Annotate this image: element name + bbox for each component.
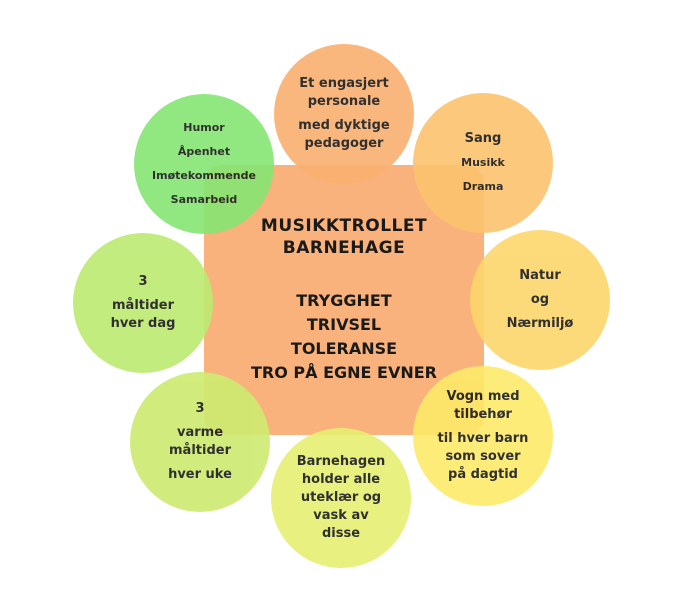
circle-text: Humor [183, 121, 225, 134]
center-value: TRIVSEL [306, 315, 382, 334]
circle-text: personale [307, 94, 381, 109]
circle-text: Samarbeid [170, 193, 238, 206]
circle-text: 3 [138, 274, 148, 289]
circle-text: på dagtid [448, 467, 518, 482]
circle-stroller: Vogn med tilbehør til hver barn som sove… [413, 366, 553, 506]
circle-text: måltider [112, 298, 174, 313]
circle-text: Imøtekommende [152, 169, 256, 182]
circle-text: Et engasjert [299, 76, 389, 91]
circle-values: Humor Åpenhet Imøtekommende Samarbeid [134, 94, 274, 234]
circle-text: hver uke [168, 467, 232, 482]
circle-text: Sang [464, 131, 502, 146]
circle-outerwear: Barnehagen holder alle uteklær og vask a… [271, 428, 411, 568]
circle-text: uteklær og [300, 490, 382, 505]
circle-text: hver dag [110, 316, 176, 331]
circle-text: vask av [313, 508, 369, 523]
circle-text: holder alle [301, 472, 381, 487]
circle-text: Åpenhet [177, 145, 231, 158]
circle-text: og [530, 292, 550, 307]
center-title-line: MUSIKKTROLLET [260, 216, 428, 236]
circle-text: Musikk [461, 156, 505, 169]
center-value: TRYGGHET [296, 291, 392, 310]
circle-staff: Et engasjert personale med dyktige pedag… [274, 44, 414, 184]
circle-text: til hver barn [437, 431, 529, 446]
circle-text: Vogn med [446, 389, 520, 404]
circle-text: Drama [462, 180, 504, 193]
circle-text: tilbehør [454, 407, 512, 422]
circle-text: måltider [169, 443, 231, 458]
center-values: TRYGGHET TRIVSEL TOLERANSE TRO PÅ EGNE E… [251, 289, 437, 385]
center-value: TOLERANSE [290, 339, 398, 358]
circle-text: Natur [519, 268, 561, 283]
circle-music: Sang Musikk Drama [413, 93, 553, 233]
circle-text: varme [176, 425, 224, 440]
circle-daily-meals: 3 måltider hver dag [73, 233, 213, 373]
center-value: TRO PÅ EGNE EVNER [251, 363, 437, 382]
center-title: MUSIKKTROLLET BARNEHAGE [261, 215, 427, 259]
circle-text: disse [321, 526, 361, 541]
circle-text: Barnehagen [296, 454, 386, 469]
circle-text: som sover [445, 449, 521, 464]
circle-nature: Natur og Nærmiljø [470, 230, 610, 370]
circle-text: med dyktige [298, 118, 390, 133]
circle-text: 3 [195, 401, 205, 416]
circle-text: pedagoger [304, 136, 384, 151]
circle-text: Nærmiljø [506, 316, 574, 331]
circle-warm-meals: 3 varme måltider hver uke [130, 372, 270, 512]
center-title-line: BARNEHAGE [282, 238, 406, 258]
